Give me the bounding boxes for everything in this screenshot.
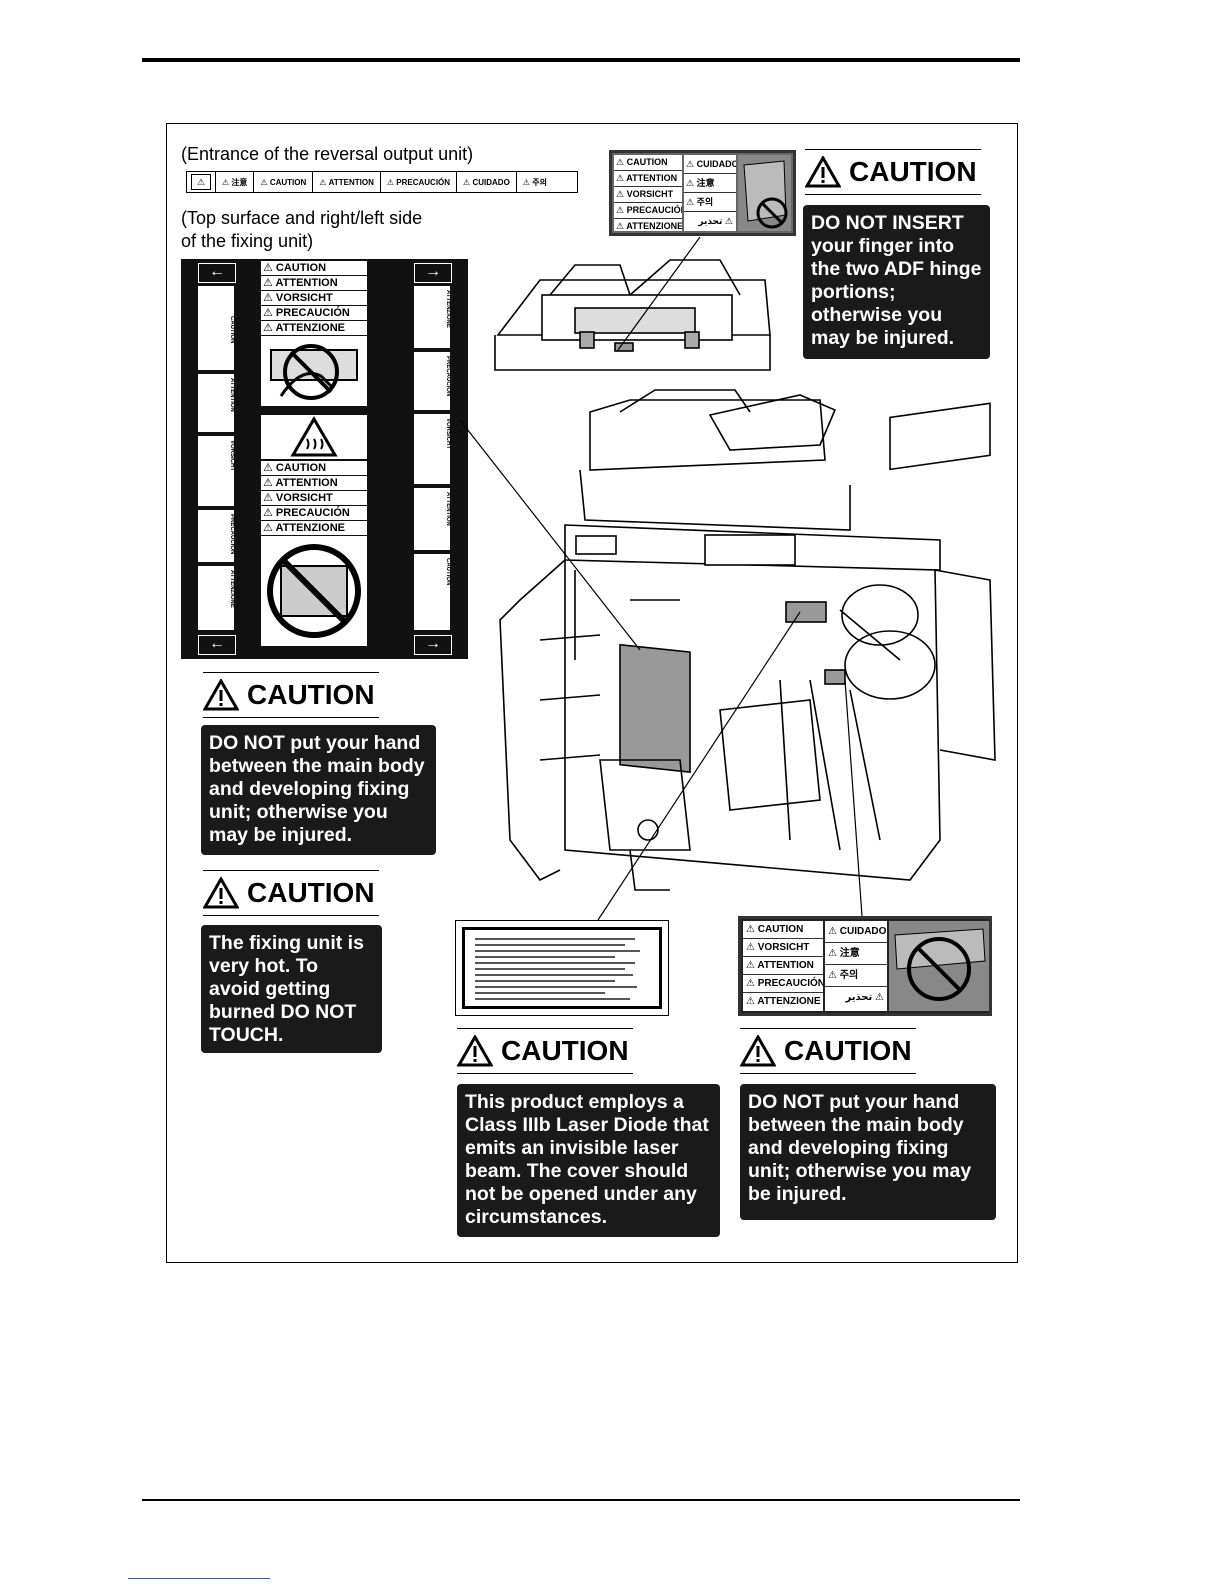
developing-unit-label: ⚠ CAUTION ⚠ VORSICHT ⚠ ATTENTION ⚠ PRECA…	[738, 916, 992, 1016]
footer-link-underline[interactable]	[128, 1578, 270, 1579]
warning-icon: ⚠	[191, 174, 211, 190]
arrow-left-icon: ←	[198, 635, 236, 655]
caution-hot-message: The fixing unit is very hot. To avoid ge…	[201, 925, 382, 1053]
caution-header: CAUTION	[740, 1028, 916, 1074]
caution-hand-message: DO NOT put your hand between the main bo…	[201, 725, 436, 855]
warning-icon	[805, 156, 841, 188]
warning-icon	[203, 877, 239, 909]
warning-icon	[203, 679, 239, 711]
arrow-left-icon: ←	[198, 263, 236, 283]
laser-warning-label	[455, 920, 669, 1016]
reversal-strip-label: ⚠ ⚠ 注意 ⚠ CAUTION ⚠ ATTENTION ⚠ PRECAUCIÓ…	[186, 171, 578, 193]
warning-icon	[457, 1035, 493, 1067]
caution-hand-right-message: DO NOT put your hand between the main bo…	[740, 1084, 996, 1220]
caution-laser-message: This product employs a Class IIIb Laser …	[457, 1084, 720, 1237]
copier-illustration	[494, 259, 996, 891]
fixing-label-right-column: → ATTENZIONE PRECAUCIÓN VORSICHT ATTENTI…	[411, 263, 453, 655]
warning-icon	[740, 1035, 776, 1067]
strip-cell: ⚠ 注意	[215, 172, 253, 192]
fixing-label-upper: ⚠ CAUTION ⚠ ATTENTION ⚠ VORSICHT ⚠ PRECA…	[261, 261, 367, 459]
strip-cell: ⚠ 주의	[515, 172, 553, 192]
caution-header: CAUTION	[203, 672, 379, 718]
adf-hinge-illustration	[738, 155, 791, 231]
fixing-label-lower: ⚠ CAUTION ⚠ ATTENTION ⚠ VORSICHT ⚠ PRECA…	[261, 461, 367, 651]
caution-header: CAUTION	[203, 870, 379, 916]
arrow-right-icon: →	[414, 263, 452, 283]
strip-cell: ⚠ PRECAUCIÓN	[379, 172, 456, 192]
strip-cell: ⚠ CUIDADO	[456, 172, 516, 192]
adf-hinge-label: ⚠ CAUTION ⚠ ATTENTION ⚠ VORSICHT ⚠ PRECA…	[609, 150, 796, 236]
caution-header: CAUTION	[457, 1028, 633, 1074]
arrow-right-icon: →	[414, 635, 452, 655]
top-rule	[142, 58, 1020, 62]
bottom-rule	[142, 1499, 1020, 1501]
no-touch-illustration	[261, 536, 367, 646]
developing-unit-illustration	[889, 921, 989, 1011]
caption-reversal: (Entrance of the reversal output unit)	[181, 144, 474, 164]
strip-cell: ⚠ CAUTION	[253, 172, 312, 192]
caution-header: CAUTION	[805, 149, 981, 195]
caution-adf-message: DO NOT INSERT your finger into the two A…	[803, 205, 990, 359]
hand-hazard-illustration	[261, 336, 367, 406]
caption-fixing: (Top surface and right/left side of the …	[181, 208, 423, 251]
strip-cell: ⚠ ATTENTION	[312, 172, 380, 192]
hot-surface-icon	[261, 415, 367, 459]
figure-frame	[166, 123, 1018, 1263]
fixing-label-left-column: ← CAUTION ATTENTION VORSICHT PRECAUCIÓN …	[195, 263, 237, 655]
fixing-unit-label: ← CAUTION ATTENTION VORSICHT PRECAUCIÓN …	[181, 259, 468, 659]
